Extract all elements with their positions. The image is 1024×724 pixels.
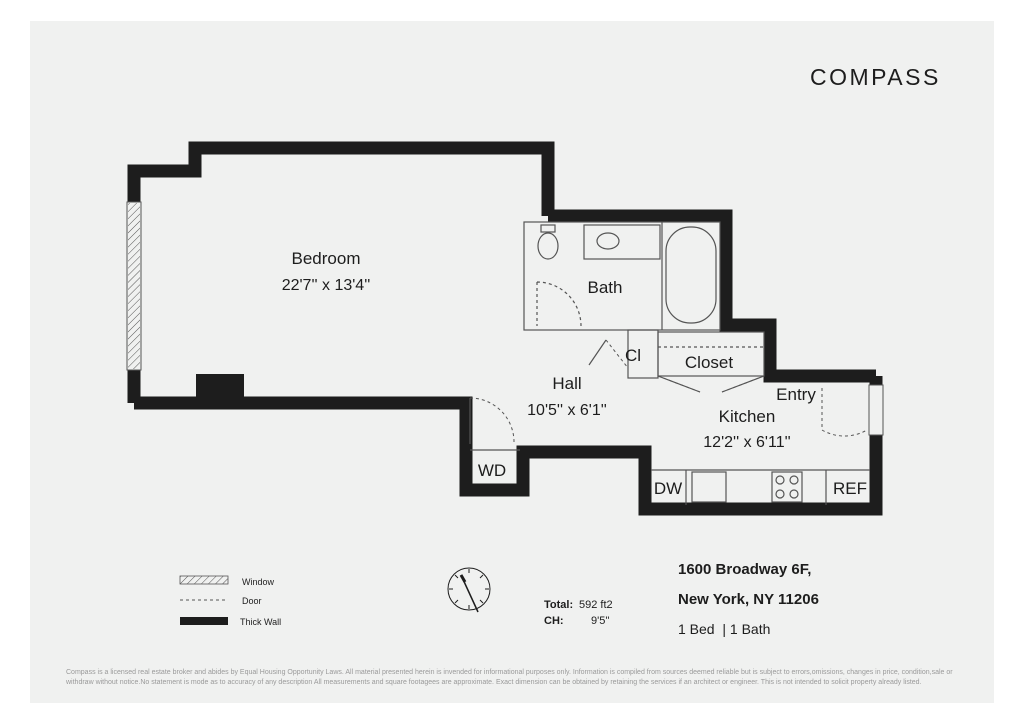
- ref-label: REF: [833, 479, 867, 498]
- disclaimer-text: Compass is a licensed real estate broker…: [66, 669, 953, 686]
- bath-fixtures: [536, 224, 717, 327]
- entry-opening: [868, 384, 884, 436]
- kitchen-label: Kitchen: [719, 407, 776, 426]
- bedroom-label: Bedroom: [292, 249, 361, 268]
- sink: [596, 232, 620, 250]
- column-block: [196, 374, 244, 404]
- address-line1: 1600 Broadway 6F,: [678, 561, 812, 578]
- legend-thick-wall-label: Thick Wall: [240, 617, 282, 627]
- wd-label: WD: [478, 461, 506, 480]
- compass-logo: COMPASS: [810, 64, 941, 90]
- address-line2: New York, NY 11206: [678, 591, 819, 608]
- toilet: [537, 232, 559, 260]
- beds-baths: 1 Bed | 1 Bath: [678, 621, 771, 637]
- total-label: Total:: [544, 599, 574, 611]
- hall-label: Hall: [552, 374, 581, 393]
- ch-value: 9'5'': [591, 615, 610, 627]
- interior-walls: [470, 221, 870, 505]
- legend-thick-wall-symbol: [180, 617, 228, 625]
- legend-window-symbol: [179, 575, 229, 585]
- entry-label: Entry: [776, 385, 816, 404]
- kitchen-sink: [691, 471, 727, 503]
- total-value: 592 ft2: [579, 599, 613, 611]
- thick-walls: [127, 141, 883, 516]
- bath-label: Bath: [588, 278, 623, 297]
- closet-label: Closet: [685, 353, 733, 372]
- north-arrow-icon: [447, 567, 491, 613]
- bedroom-dims: 22'7'' x 13'4'': [282, 277, 371, 294]
- floorplan-sheet: [30, 21, 994, 703]
- legend-window-label: Window: [242, 577, 275, 587]
- kitchen-dims: 12'2'' x 6'11'': [703, 434, 790, 451]
- bathtub: [665, 226, 717, 324]
- dw-label: DW: [654, 479, 682, 498]
- hall-dims: 10'5'' x 6'1'': [527, 402, 607, 419]
- cooktop: [771, 471, 803, 503]
- ch-label: CH:: [544, 615, 564, 627]
- legend-door-label: Door: [242, 596, 262, 606]
- kitchen-fixtures: [691, 471, 803, 503]
- cl-label: Cl: [625, 346, 641, 365]
